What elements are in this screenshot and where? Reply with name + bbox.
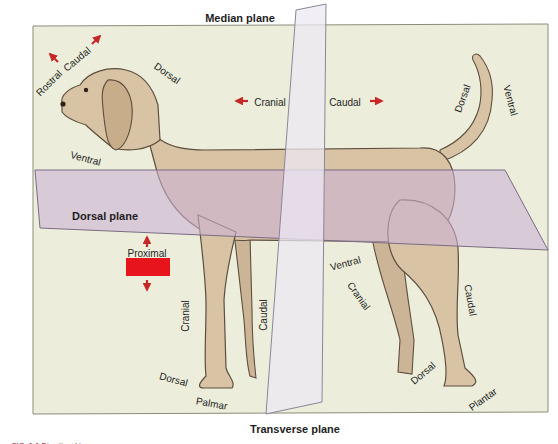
- term-holder: Ventral: [69, 144, 104, 169]
- direction-term: Caudal: [258, 299, 269, 331]
- direction-term: Cranial: [345, 280, 372, 312]
- direction-term: Rostral: [34, 68, 64, 98]
- direction-term: Palmar: [195, 395, 228, 411]
- term-holder: Ventral: [499, 83, 524, 118]
- transverse-plane: Transverse plane: [260, 2, 332, 434]
- direction-arrow: [236, 100, 248, 102]
- direction-term: Ventral: [328, 254, 363, 273]
- direction-arrow: [50, 54, 58, 62]
- direction-arrow: [146, 237, 148, 247]
- dog-head: [62, 69, 160, 150]
- redaction-box: [126, 258, 170, 276]
- term-holder: Dorsal: [405, 356, 439, 388]
- term-holder: Ventral: [327, 249, 364, 275]
- direction-term: Proximal: [128, 248, 167, 259]
- plane-label: Transverse plane: [250, 423, 340, 435]
- term-holder: Dorsal: [151, 56, 185, 87]
- term-holder: Rostral: [30, 64, 65, 99]
- term-holder: Palmar: [195, 390, 229, 413]
- term-holder: Caudal: [460, 283, 483, 317]
- term-holder: Dorsal: [448, 81, 475, 114]
- term-holder: Dorsal: [158, 366, 191, 391]
- direction-term: Ventral: [501, 84, 520, 117]
- plane-outline: [260, 2, 332, 434]
- term-holder: Plantar: [464, 382, 500, 415]
- far-fore-leg: [234, 232, 256, 378]
- plane-label-holder: Median plane: [205, 8, 275, 26]
- direction-arrow: [146, 280, 148, 290]
- dog-tail: [440, 54, 492, 162]
- term-holder: Proximal: [128, 243, 167, 261]
- direction-term: Caudal: [329, 97, 361, 108]
- direction-term: Plantar: [467, 386, 499, 413]
- plane-label-holder: Dorsal plane: [72, 206, 138, 224]
- plane-label-holder: Transverse plane: [250, 419, 340, 437]
- direction-arrow: [370, 100, 382, 102]
- term-holder: Cranial: [344, 277, 377, 313]
- dog-ear: [102, 80, 132, 150]
- direction-term: Cranial: [180, 300, 191, 332]
- term-holder: Cranial: [254, 92, 286, 110]
- direction-term: Dorsal: [408, 360, 437, 387]
- direction-term: Dorsal: [158, 370, 189, 388]
- term-holder: Cranial: [175, 300, 193, 332]
- term-holder: Caudal: [253, 299, 271, 331]
- direction-term: Dorsal: [152, 60, 182, 86]
- direction-term: Dorsal: [452, 83, 472, 114]
- term-holder: Caudal: [58, 41, 94, 75]
- near-fore-leg: [198, 215, 236, 388]
- plane-label: Median plane: [205, 12, 275, 24]
- direction-term: Ventral: [69, 149, 102, 168]
- direction-term: Caudal: [462, 284, 478, 317]
- caption-holder: FIG. 1-1 Directional terms.: [12, 434, 100, 444]
- plane-label: Dorsal plane: [72, 210, 138, 222]
- direction-term: Cranial: [254, 97, 286, 108]
- direction-term: Caudal: [61, 45, 92, 74]
- term-holder: Caudal: [329, 92, 361, 110]
- plane-shape: [266, 4, 326, 414]
- dog-nose: [60, 101, 65, 106]
- figure-caption: FIG. 1-1 Directional terms.: [12, 442, 100, 444]
- dog-eye: [84, 88, 88, 92]
- direction-arrow: [92, 36, 100, 44]
